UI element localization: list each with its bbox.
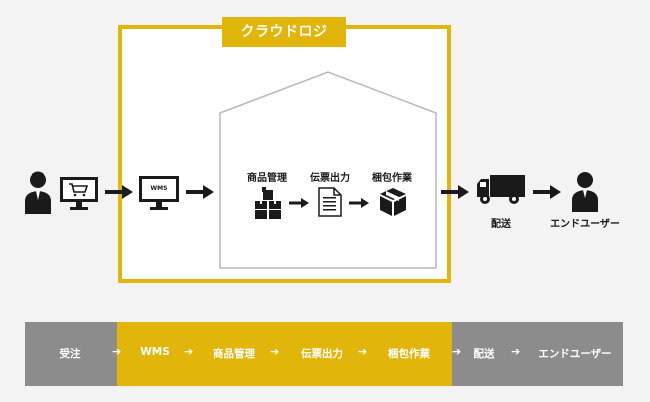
flow-item: WMS (140, 346, 170, 358)
end-user-person-icon (572, 172, 598, 212)
brand-badge: クラウドロジ (222, 17, 346, 47)
flow-item: 商品管理 (213, 348, 255, 360)
customer-person-icon (25, 171, 51, 214)
flow-arrow-icon: ➔ (270, 345, 280, 358)
flow-arrow-icon: ➔ (112, 345, 122, 358)
flow-item: 梱包作業 (388, 348, 430, 360)
wms-monitor-icon (139, 176, 179, 210)
end-user-label: エンドユーザー (550, 219, 620, 230)
flow-arrow-icon: ➔ (184, 345, 194, 358)
arrow-right-icon (186, 185, 214, 199)
flow-item: エンドユーザー (538, 348, 612, 360)
flow-item: 配送 (473, 348, 495, 360)
step-label-slip-output: 伝票出力 (310, 173, 350, 184)
flow-item: 伝票出力 (301, 348, 343, 360)
delivery-label: 配送 (491, 219, 511, 230)
arrow-right-icon (105, 185, 133, 199)
document-icon (318, 187, 342, 217)
step-label-product-management: 商品管理 (247, 173, 287, 184)
step-label-packing: 梱包作業 (372, 173, 412, 184)
flow-arrow-icon: ➔ (358, 345, 368, 358)
flow-item: 受注 (59, 348, 81, 360)
boxes-icon (255, 187, 281, 219)
shopping-cart-monitor-icon (60, 177, 98, 210)
delivery-truck-icon (477, 175, 525, 204)
flow-arrow-icon: ➔ (452, 345, 462, 358)
arrow-right-icon (441, 185, 469, 199)
arrow-right-icon (533, 185, 561, 199)
package-icon (380, 188, 406, 216)
flow-band-highlight (117, 322, 452, 386)
arrow-right-icon (349, 198, 369, 208)
wms-screen-label: WMS (150, 185, 168, 192)
arrow-right-icon (289, 198, 309, 208)
flow-arrow-icon: ➔ (511, 345, 521, 358)
